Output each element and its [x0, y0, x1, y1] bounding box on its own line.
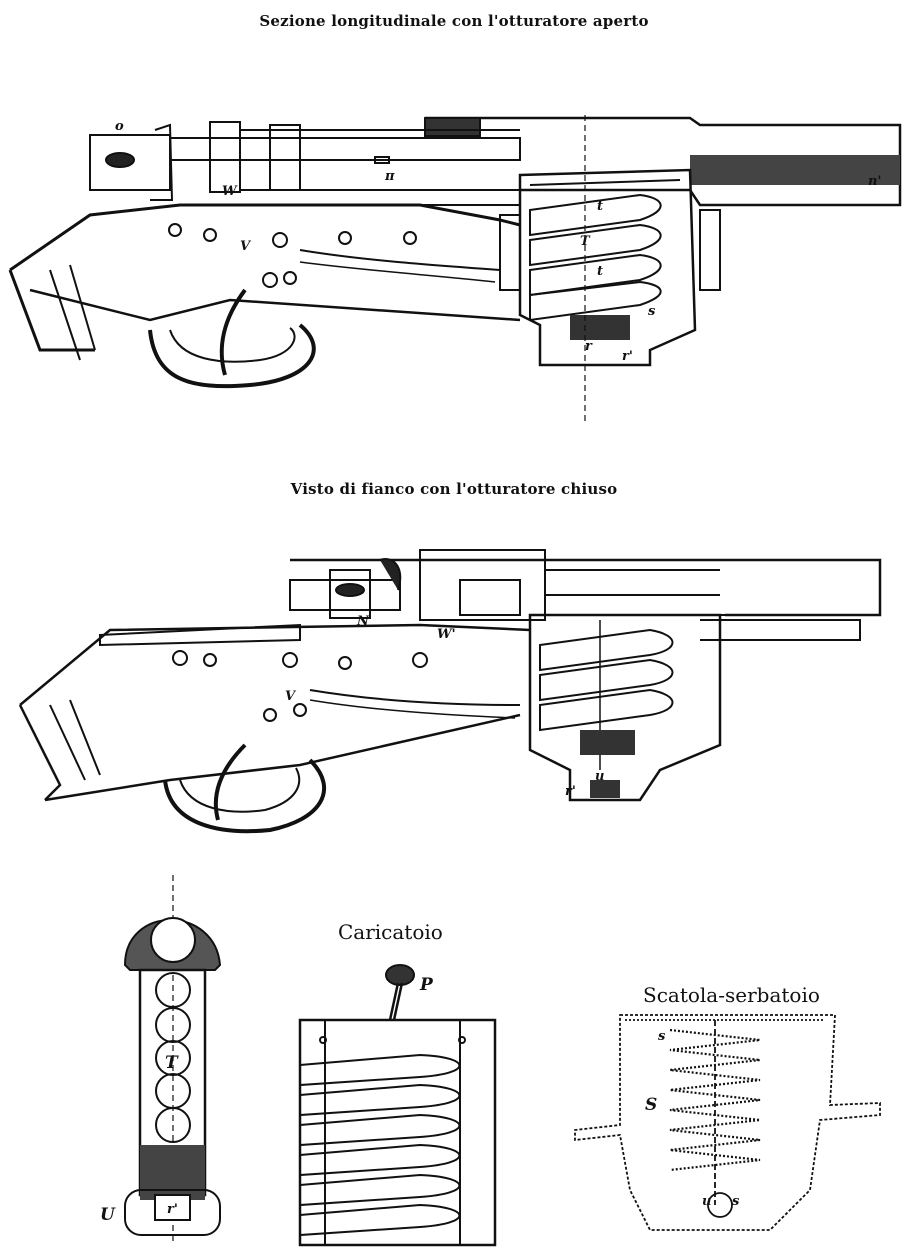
label-u-middle: u [595, 769, 604, 784]
label-s: s [648, 304, 656, 319]
label-n: n' [868, 174, 881, 189]
side-view-title: Visto di fianco con l'otturatore chiuso [290, 480, 618, 498]
magazine-drawing: s S u s [574, 1014, 881, 1231]
label-S: S [645, 1095, 657, 1115]
label-r-middle: r' [565, 784, 576, 799]
label-v-middle: V [285, 689, 297, 704]
bolt-knob [105, 152, 135, 168]
label-t-upper: t [597, 199, 603, 214]
label-r: r [585, 339, 593, 354]
loader-drawing: P [298, 964, 497, 1247]
label-W-prime: W' [437, 627, 456, 642]
side-view-drawing: N W' V u r' [18, 549, 882, 834]
label-N: N [356, 614, 370, 629]
label-P: P [419, 975, 434, 995]
cross-section-drawing: T U r' [100, 875, 222, 1245]
label-T: T [580, 234, 591, 249]
label-v: V [240, 239, 252, 254]
magazine-title: Scatola-serbatoio [643, 983, 820, 1007]
label-u-mag: u [702, 1194, 711, 1209]
label-o: o [115, 119, 124, 134]
section-view-drawing: o W π n' V t T t s r r' [8, 115, 902, 425]
label-s-low: s [732, 1194, 740, 1209]
label-t-lower: t [597, 264, 603, 279]
label-U: U [100, 1205, 116, 1225]
label-w: W [222, 184, 238, 199]
label-T-cross: T [165, 1053, 179, 1073]
label-pi: π [384, 169, 395, 184]
section-view-title: Sezione longitudinale con l'otturatore a… [259, 12, 649, 30]
label-r-prime: r' [622, 349, 633, 364]
label-s-top: s [658, 1029, 666, 1044]
loader-title: Caricatoio [338, 920, 443, 944]
label-r-cross: r' [167, 1202, 178, 1217]
